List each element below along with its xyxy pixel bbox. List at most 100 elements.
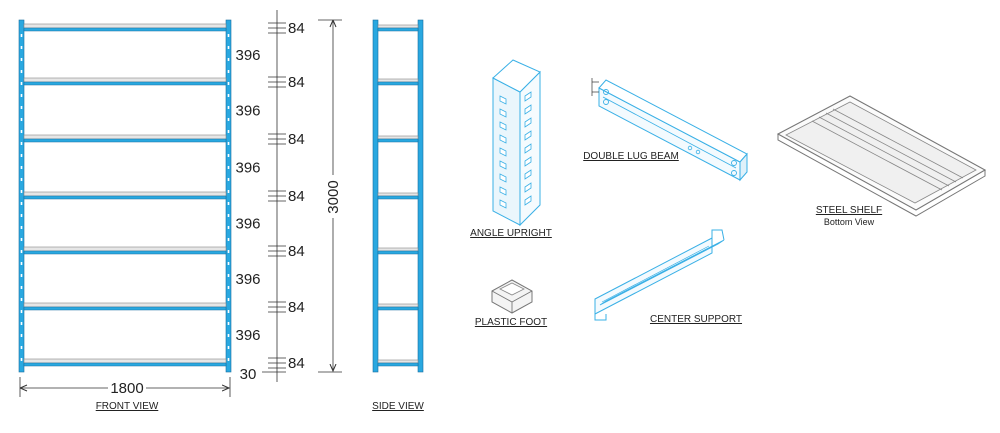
side-shelf-5 — [377, 247, 419, 255]
plastic-foot-label: PLASTIC FOOT — [475, 317, 547, 328]
upright-hole — [227, 166, 230, 169]
shelf-rib-2 — [818, 116, 950, 187]
upright-slots — [499, 91, 532, 209]
upright-hole — [227, 274, 230, 277]
shelf-rib-4 — [832, 108, 964, 179]
upright-hole — [227, 250, 230, 253]
side-upright-right — [417, 19, 424, 373]
upright-hole — [227, 298, 230, 301]
upright-hole — [20, 46, 23, 49]
upright-slot — [524, 104, 532, 115]
upright-hole — [20, 178, 23, 181]
upright-slot — [499, 186, 507, 196]
upright-hole — [20, 322, 23, 325]
upright-hole — [227, 310, 230, 313]
upright-hole — [20, 190, 23, 193]
upright-hole — [227, 106, 230, 109]
upright-hole — [20, 34, 23, 37]
upright-hole — [20, 214, 23, 217]
upright-slot — [524, 143, 532, 154]
upright-top — [492, 59, 541, 93]
upright-hole — [20, 70, 23, 73]
front-view-label: FRONT VIEW — [96, 401, 159, 412]
angle-upright-part: ANGLE UPRIGHT — [470, 59, 552, 239]
upright-hole — [20, 238, 23, 241]
side-shelf-1 — [377, 24, 419, 32]
side-shelf-6 — [377, 303, 419, 311]
shelf-spacing-label: 396 — [235, 47, 260, 64]
width-dimension: 1800 — [110, 380, 143, 397]
upright-hole — [20, 334, 23, 337]
upright-hole — [227, 322, 230, 325]
upright-slot — [524, 91, 532, 102]
support-fold-line — [601, 245, 710, 303]
upright-slot — [524, 117, 532, 128]
upright-face-left — [492, 77, 521, 226]
bottom-clearance-label: 30 — [240, 366, 257, 383]
beam-groove — [602, 96, 737, 169]
beam-lug-3 — [731, 160, 737, 166]
upright-hole — [227, 190, 230, 193]
upright-slot — [524, 169, 532, 180]
beam-height-label: 84 — [288, 131, 305, 148]
beam-lug-4 — [731, 170, 737, 176]
upright-slot — [524, 156, 532, 167]
upright-hole — [20, 106, 23, 109]
upright-hole — [20, 298, 23, 301]
upright-slot — [524, 182, 532, 193]
upright-hole — [20, 142, 23, 145]
upright-hole — [227, 118, 230, 121]
upright-hole — [227, 286, 230, 289]
upright-hole — [227, 262, 230, 265]
upright-hole — [20, 94, 23, 97]
beam-height-label: 84 — [288, 355, 305, 372]
front-shelves — [20, 23, 230, 367]
beam-end — [739, 152, 748, 182]
upright-slot — [499, 108, 507, 118]
front-view: 1800 FRONT VIEW — [18, 19, 232, 412]
side-shelf-2 — [377, 78, 419, 86]
dimension-ticks — [262, 22, 286, 373]
shelf-spacing-label: 396 — [235, 160, 260, 177]
side-shelf-4 — [377, 192, 419, 200]
beam-top — [598, 79, 748, 163]
front-shelf-1 — [23, 23, 227, 32]
beam-height-label: 84 — [288, 188, 305, 205]
upright-hole — [20, 202, 23, 205]
center-support-label: CENTER SUPPORT — [650, 314, 742, 325]
upright-hole — [227, 70, 230, 73]
side-upright-left — [372, 19, 379, 373]
shelf-rib-1 — [811, 120, 943, 191]
front-shelf-3 — [23, 134, 227, 143]
upright-hole — [20, 58, 23, 61]
upright-hole — [20, 250, 23, 253]
upright-hole — [20, 310, 23, 313]
side-shelf-3 — [377, 135, 419, 143]
upright-hole — [227, 238, 230, 241]
upright-hole — [227, 346, 230, 349]
upright-hole — [227, 94, 230, 97]
upright-hole — [20, 226, 23, 229]
upright-slot — [499, 173, 507, 183]
steel-shelf-label: STEEL SHELF — [816, 205, 882, 216]
angle-upright-label: ANGLE UPRIGHT — [470, 228, 552, 239]
beam-height-label: 84 — [288, 74, 305, 91]
upright-hole — [227, 214, 230, 217]
upright-hole — [20, 262, 23, 265]
beam-height-label: 84 — [288, 243, 305, 260]
shelf-lip — [777, 134, 986, 217]
beam-lug-2 — [603, 99, 609, 105]
beam-height-label: 84 — [288, 20, 305, 37]
upright-hole — [227, 154, 230, 157]
shelf-inner — [785, 101, 977, 204]
front-shelf-5 — [23, 246, 227, 255]
side-shelves — [377, 24, 419, 367]
beam-hole-2 — [695, 149, 701, 155]
upright-hole — [227, 334, 230, 337]
upright-hole — [20, 358, 23, 361]
